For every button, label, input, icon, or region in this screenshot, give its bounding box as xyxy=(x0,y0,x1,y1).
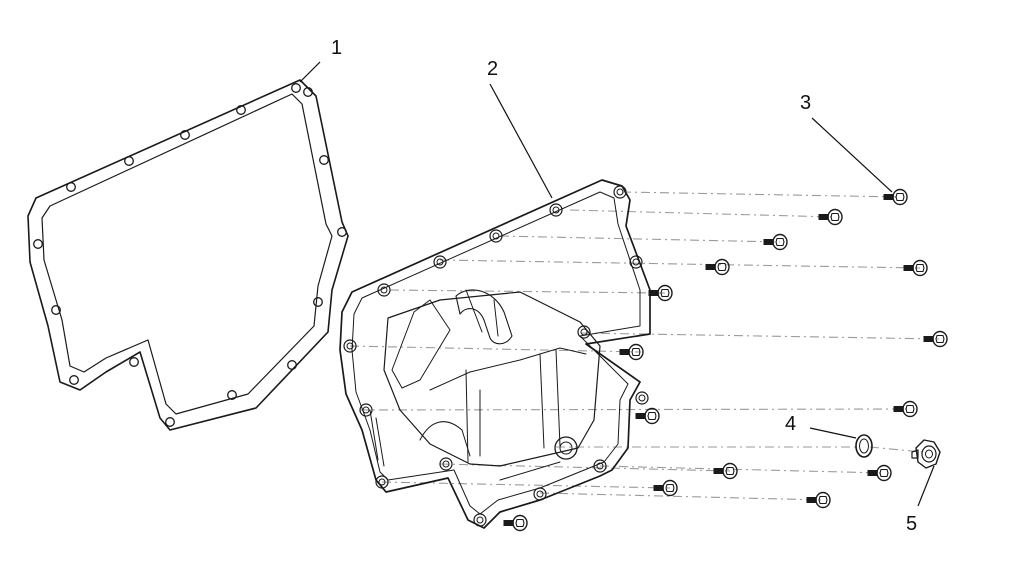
gasket-bolt-hole xyxy=(124,156,134,166)
sealing-washer xyxy=(855,434,873,458)
gasket-bolt-hole xyxy=(180,130,190,140)
drain-plug xyxy=(911,439,941,469)
screws xyxy=(503,188,948,532)
screw xyxy=(923,330,948,348)
leader-1 xyxy=(299,61,321,83)
screw xyxy=(818,208,843,226)
screw xyxy=(806,491,831,509)
pan-bolt-hole xyxy=(549,203,563,217)
gasket-bolt-hole xyxy=(129,357,139,367)
gasket-bolt-hole xyxy=(165,417,175,427)
screw xyxy=(503,514,528,532)
gasket-bolt-hole xyxy=(303,87,313,97)
pan-bolt-hole xyxy=(629,255,643,269)
leader-5 xyxy=(917,465,935,507)
callout-1: 1 xyxy=(331,37,342,59)
screw xyxy=(635,407,660,425)
leader-4 xyxy=(809,427,857,439)
screw xyxy=(903,259,928,277)
gasket-bolt-hole xyxy=(236,105,246,115)
leader-lines xyxy=(299,61,935,507)
pan-bolt-hole xyxy=(593,459,607,473)
screw xyxy=(705,258,730,276)
gasket-bolt-hole xyxy=(227,390,237,400)
screw xyxy=(713,462,738,480)
pan-bolt-hole xyxy=(613,185,627,199)
callout-2: 2 xyxy=(487,58,498,80)
leader-2 xyxy=(489,83,553,199)
gasket xyxy=(27,79,349,431)
gasket-bolt-hole xyxy=(69,375,79,385)
callout-labels: 1 2 3 4 5 xyxy=(331,37,917,535)
screw xyxy=(648,284,673,302)
assembly-lines xyxy=(349,191,941,501)
pan-bolt-hole xyxy=(635,391,649,405)
pan-bolt-hole xyxy=(473,513,487,527)
callout-5: 5 xyxy=(906,513,917,535)
pan-bolt-hole xyxy=(489,229,503,243)
pan-bolt-hole xyxy=(439,457,453,471)
callout-3: 3 xyxy=(800,92,811,114)
pan-bolt-hole xyxy=(577,325,591,339)
gasket-bolt-hole xyxy=(319,155,329,165)
pan-bolt-hole xyxy=(375,475,389,489)
screw xyxy=(883,188,908,206)
pan-bolt-hole xyxy=(433,255,447,269)
pan-bolt-hole xyxy=(377,283,391,297)
gasket-bolt-hole xyxy=(337,227,347,237)
screw xyxy=(893,400,918,418)
callout-4: 4 xyxy=(785,413,796,435)
pan-bolt-hole xyxy=(533,487,547,501)
gasket-bolt-hole xyxy=(291,83,301,93)
leader-3 xyxy=(811,117,893,193)
oil-pan xyxy=(339,179,651,529)
screw xyxy=(763,233,788,251)
pan-bolt-hole xyxy=(343,339,357,353)
screw xyxy=(619,343,644,361)
gasket-bolt-hole xyxy=(33,239,43,249)
gasket-bolt-hole xyxy=(66,182,76,192)
screw xyxy=(653,479,678,497)
gasket-bolt-hole xyxy=(287,360,297,370)
pan-bolt-hole xyxy=(359,403,373,417)
gasket-bolt-hole xyxy=(51,305,61,315)
gasket-bolt-hole xyxy=(313,297,323,307)
screw xyxy=(867,464,892,482)
